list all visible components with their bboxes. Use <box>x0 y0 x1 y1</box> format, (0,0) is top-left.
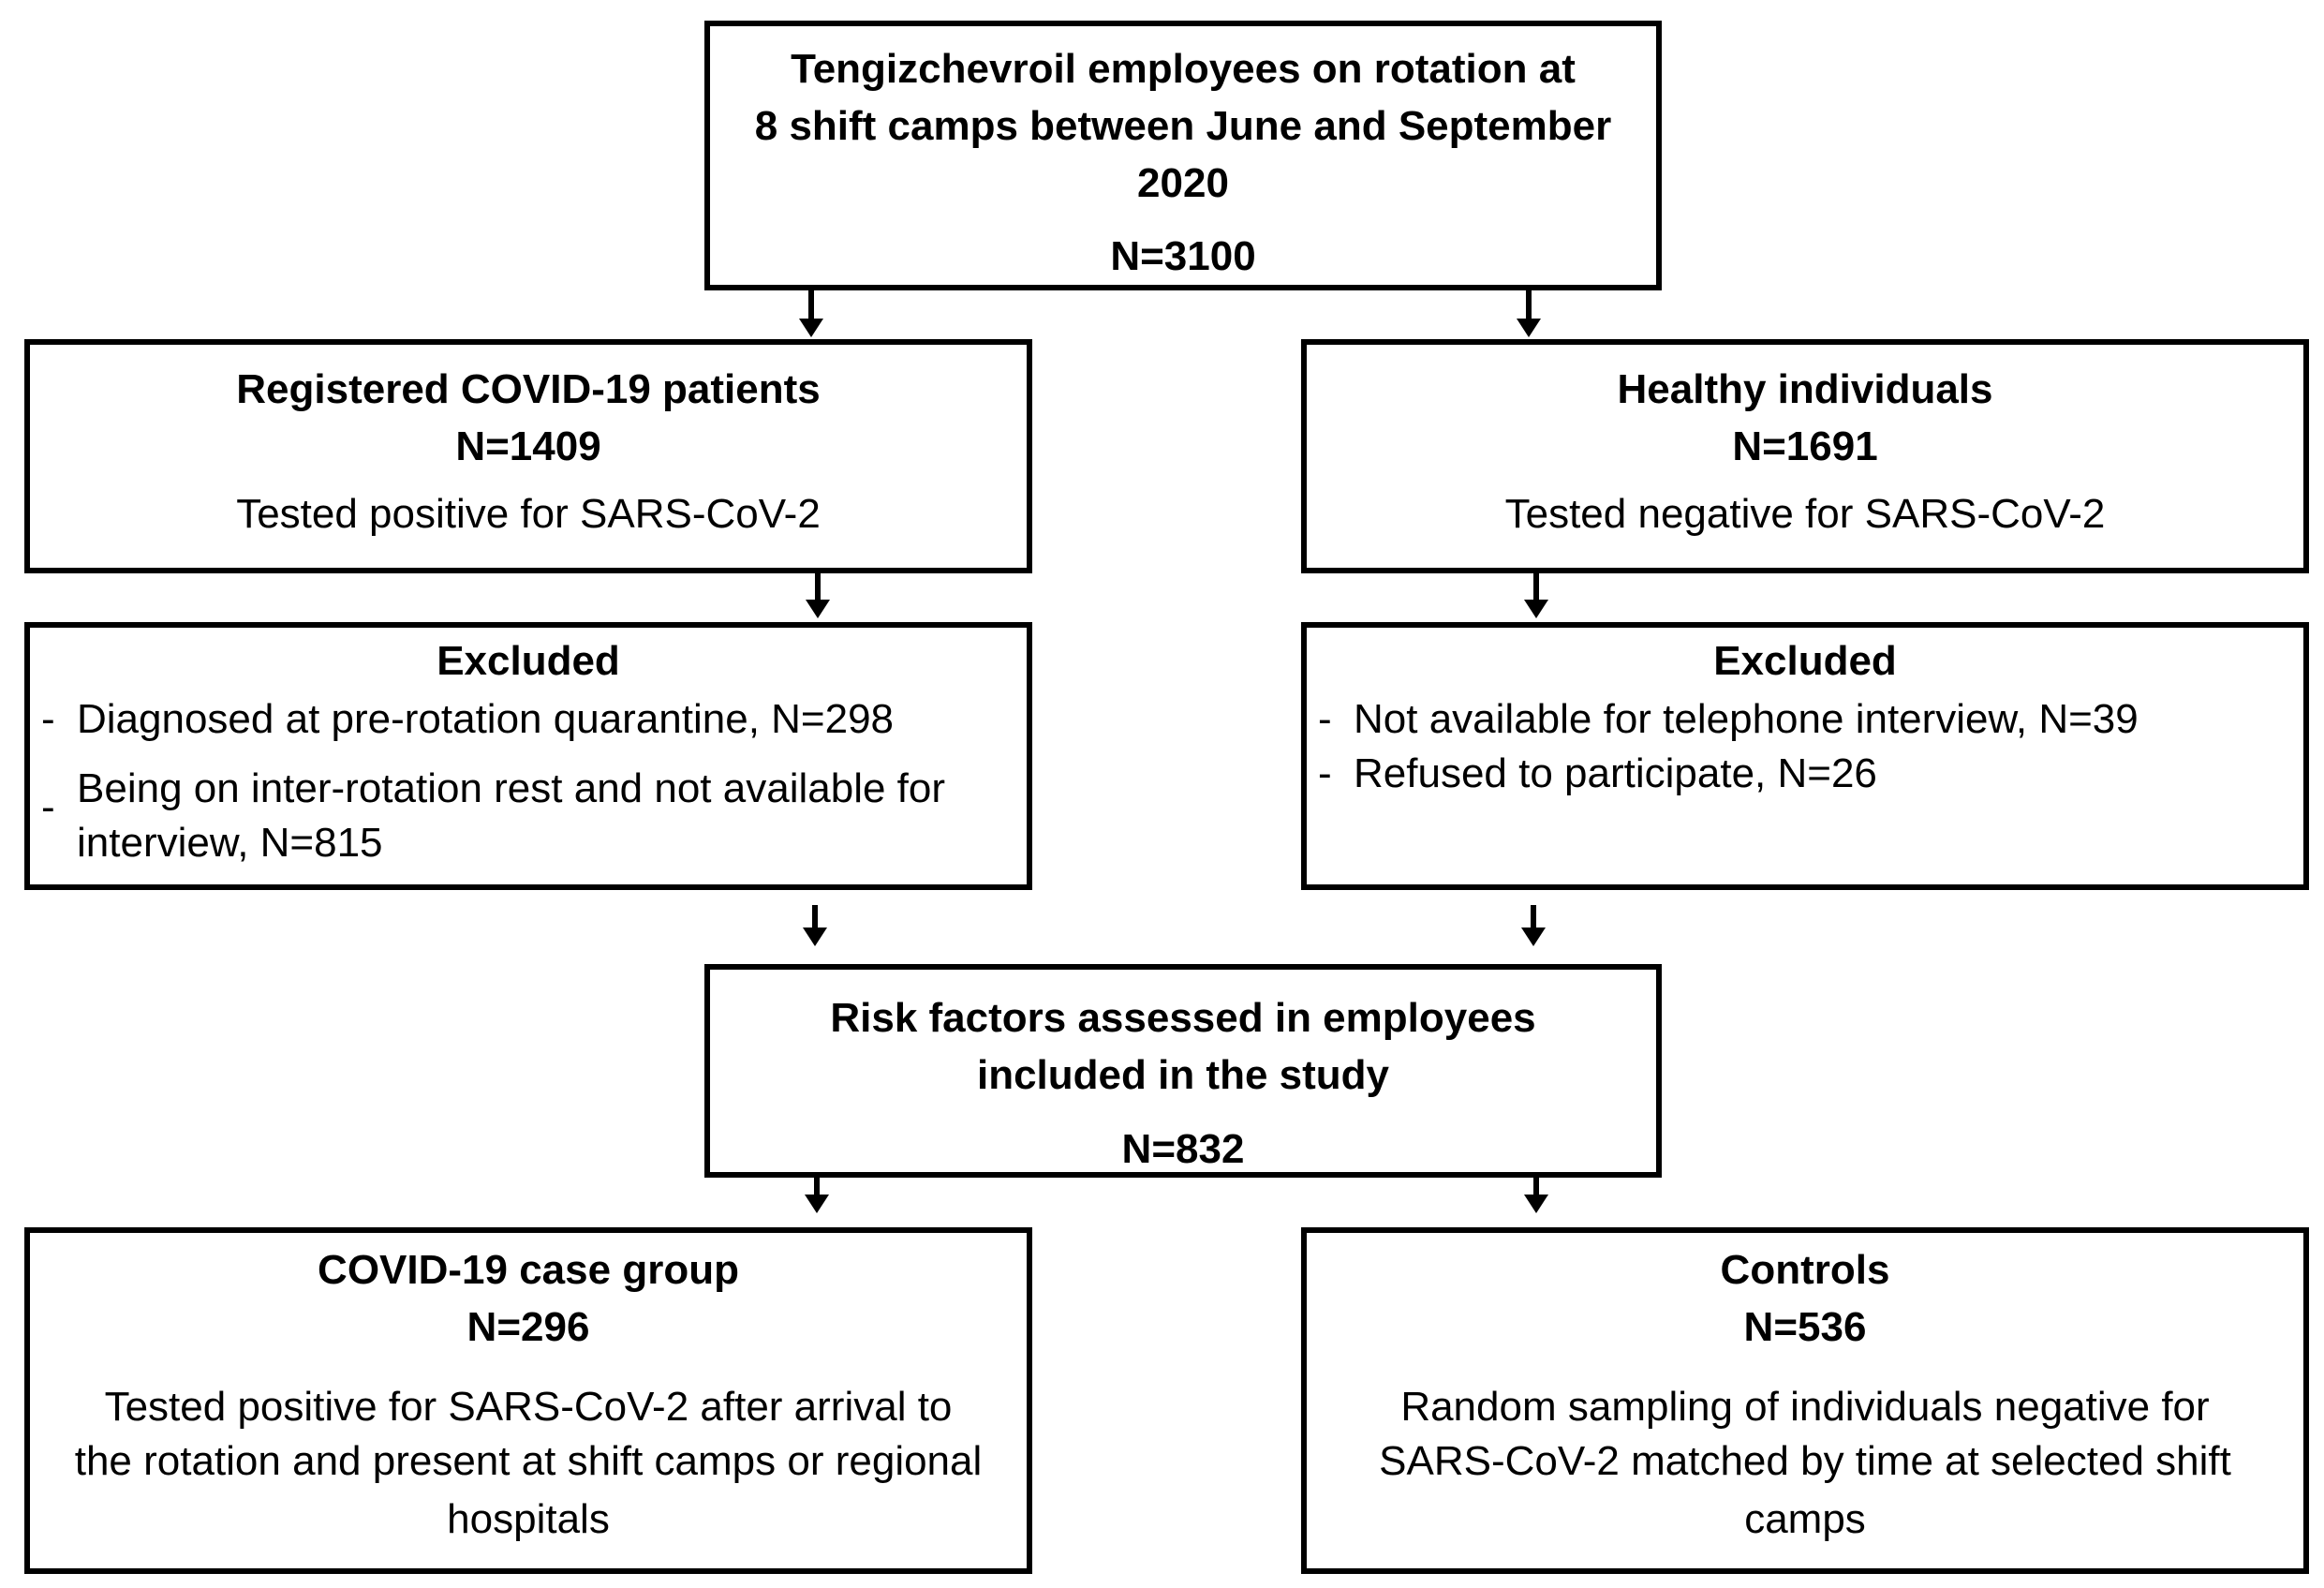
healthy-individuals-n: N=1691 <box>1732 423 1878 469</box>
right-excluded-item-2: Refused to participate, N=26 <box>1354 750 1877 796</box>
top-line-2: 8 shift camps between June and September <box>754 103 1612 149</box>
right-excluded-item-2-dash: - <box>1318 750 1332 796</box>
top-line-1: Tengizchevroil employees on rotation at <box>791 46 1576 92</box>
case-group-line-1: Tested positive for SARS-CoV-2 after arr… <box>104 1384 953 1430</box>
left-excluded-item-1: Diagnosed at pre-rotation quarantine, N=… <box>77 696 895 742</box>
covid-patients-title: Registered COVID-19 patients <box>236 366 821 412</box>
case-group-line-2: the rotation and present at shift camps … <box>74 1438 983 1484</box>
top-line-3: 2020 <box>1137 160 1229 206</box>
controls-line-1: Random sampling of individuals negative … <box>1400 1384 2210 1430</box>
case-group-n: N=296 <box>466 1304 590 1350</box>
risk-factors-line-2: included in the study <box>976 1052 1390 1098</box>
controls-title: Controls <box>1720 1247 1890 1293</box>
controls-box: Controls N=536 Random sampling of indivi… <box>1301 1227 2309 1574</box>
healthy-individuals-box: Healthy individuals N=1691 Tested negati… <box>1301 339 2309 573</box>
top-n: N=3100 <box>1110 233 1256 279</box>
right-excluded-item-1: Not available for telephone interview, N… <box>1354 696 2139 742</box>
risk-factors-box: Risk factors assessed in employees inclu… <box>704 964 1662 1178</box>
left-excluded-item-2-line-2: interview, N=815 <box>77 820 383 866</box>
right-excluded-box: Excluded - Not available for telephone i… <box>1301 622 2309 890</box>
controls-n: N=536 <box>1743 1304 1867 1350</box>
risk-factors-line-1: Risk factors assessed in employees <box>830 995 1536 1041</box>
covid-patients-n: N=1409 <box>455 423 601 469</box>
top-population-box: Tengizchevroil employees on rotation at … <box>704 21 1662 290</box>
left-excluded-item-2-dash: - <box>41 784 55 830</box>
covid-patients-desc: Tested positive for SARS-CoV-2 <box>236 491 821 537</box>
risk-factors-n: N=832 <box>1121 1126 1245 1172</box>
covid-patients-box: Registered COVID-19 patients N=1409 Test… <box>24 339 1032 573</box>
case-group-box: COVID-19 case group N=296 Tested positiv… <box>24 1227 1032 1574</box>
healthy-individuals-desc: Tested negative for SARS-CoV-2 <box>1504 491 2106 537</box>
left-excluded-item-1-dash: - <box>41 696 55 742</box>
left-excluded-box: Excluded - Diagnosed at pre-rotation qua… <box>24 622 1032 890</box>
controls-line-2: SARS-CoV-2 matched by time at selected s… <box>1379 1438 2231 1484</box>
controls-line-3: camps <box>1744 1496 1866 1542</box>
healthy-individuals-title: Healthy individuals <box>1617 366 1993 412</box>
case-group-title: COVID-19 case group <box>318 1247 739 1293</box>
right-excluded-title: Excluded <box>1713 638 1897 684</box>
left-excluded-title: Excluded <box>437 638 620 684</box>
case-group-line-3: hospitals <box>447 1496 610 1542</box>
left-excluded-item-2-line-1: Being on inter-rotation rest and not ava… <box>77 765 946 811</box>
right-excluded-item-1-dash: - <box>1318 696 1332 742</box>
